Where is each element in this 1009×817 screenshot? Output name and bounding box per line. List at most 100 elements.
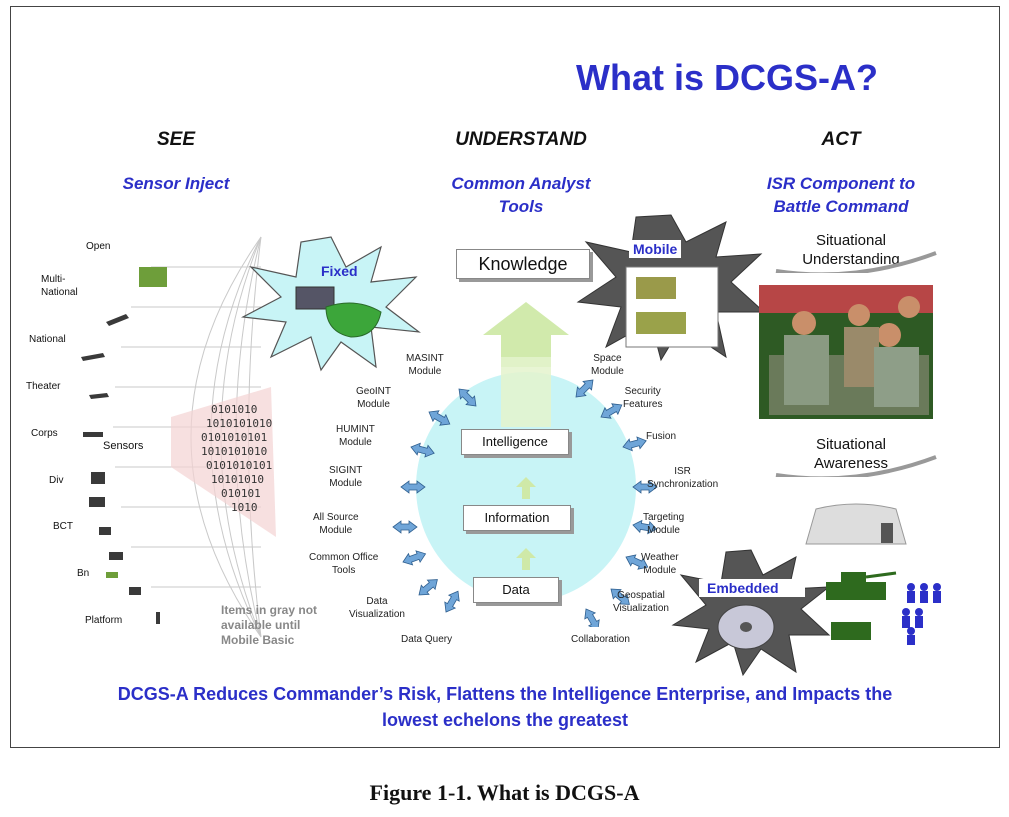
mobile-label: Mobile	[629, 240, 682, 258]
echelon-label: Theater	[26, 381, 61, 392]
situational-awareness: Situational Awareness	[781, 435, 921, 473]
echelon-label: Multi-	[41, 274, 66, 285]
act-subtitle-line: ISR Component to	[766, 174, 916, 193]
sa-line: Awareness	[814, 455, 888, 472]
module-label: Collaboration	[571, 633, 630, 646]
intelligence-box: Intelligence	[461, 429, 569, 455]
figure-frame: What is DCGS-A? SEE Sensor Inject UNDERS…	[10, 6, 1000, 748]
fixed-starburst	[241, 236, 421, 372]
echelon-label: BCT	[53, 521, 73, 532]
module-line: Fusion	[646, 431, 677, 442]
module-line: GeoINT	[356, 386, 392, 397]
figure-title: What is DCGS-A?	[576, 57, 878, 98]
svg-text:010101: 010101	[221, 487, 261, 500]
svg-text:0101010101: 0101010101	[201, 431, 267, 444]
module-line: SIGINT	[329, 465, 363, 476]
gray-note-line: Items in gray not	[221, 603, 318, 617]
module-line: Module	[591, 366, 624, 377]
sa-line: Situational	[815, 436, 887, 453]
understand-subtitle-line: Tools	[498, 197, 544, 216]
svg-text:0101010101: 0101010101	[206, 459, 272, 472]
module-line: Data Query	[401, 634, 453, 645]
echelon-label: Div	[49, 475, 64, 486]
svg-text:1010: 1010	[231, 501, 258, 514]
vehicles-graphic	[826, 571, 941, 645]
swoosh-graphic	[775, 455, 937, 477]
module-line: HUMINT	[336, 424, 375, 435]
see-subtitle-line: Sensor Inject	[122, 174, 230, 193]
up-arrow-icon	[516, 477, 536, 499]
act-subtitle-line: Battle Command	[773, 197, 909, 216]
module-line: All Source	[313, 512, 359, 523]
module-line: Weather	[641, 552, 679, 563]
module-label: Fusion	[646, 430, 676, 443]
module-line: Geospatial	[617, 590, 665, 601]
module-line: Collaboration	[571, 634, 630, 645]
echelon-label: Bn	[77, 568, 90, 579]
svg-text:10101010: 10101010	[211, 473, 264, 486]
mobile-starburst	[576, 214, 766, 362]
module-line: Module	[643, 565, 677, 576]
tent-graphic	[805, 503, 907, 545]
module-line: Module	[408, 366, 442, 377]
module-line: Visualization	[349, 609, 405, 620]
gray-items-note: Items in gray not available until Mobile…	[221, 603, 317, 648]
act-subtitle: ISR Component to Battle Command	[731, 172, 951, 218]
up-arrow-icon	[516, 548, 536, 570]
understand-heading: UNDERSTAND	[455, 129, 587, 150]
embedded-starburst	[671, 549, 831, 677]
module-line: MASINT	[406, 353, 444, 364]
gray-note-line: available until	[221, 618, 301, 632]
echelon-label: Open	[86, 241, 111, 252]
su-line: Understanding	[802, 251, 900, 268]
data-box: Data	[473, 577, 559, 603]
su-line: Situational	[815, 232, 887, 249]
echelon-label: Platform	[85, 615, 123, 626]
knowledge-box: Knowledge	[456, 249, 590, 279]
see-subtitle: Sensor Inject	[76, 172, 276, 195]
module-line: Module	[647, 525, 680, 536]
bottom-line: lowest echelons the greatest	[381, 710, 629, 730]
module-label: GeoINT Module	[356, 385, 391, 411]
understand-subtitle: Common Analyst Tools	[421, 172, 621, 218]
figure-caption: Figure 1-1. What is DCGS-A	[369, 780, 640, 805]
module-line: Features	[623, 399, 663, 410]
echelon-label: Corps	[31, 428, 58, 439]
swoosh-graphic	[775, 251, 937, 273]
act-heading: ACT	[821, 129, 861, 150]
module-line: Synchronization	[647, 479, 719, 490]
see-heading: SEE	[156, 129, 196, 150]
echelon-label: National	[41, 287, 78, 298]
svg-text:0101010: 0101010	[211, 403, 257, 416]
module-label: ISR Synchronization	[647, 465, 718, 491]
embedded-label: Embedded	[699, 579, 805, 597]
module-line: ISR	[674, 466, 691, 477]
module-line: Module	[319, 525, 353, 536]
sensors-label: Sensors	[103, 440, 144, 452]
sensor-globe-graphic: 0101010 1010101010 0101010101 1010101010…	[81, 236, 276, 638]
bottom-statement: DCGS-A Reduces Commander’s Risk, Flatten…	[11, 681, 999, 733]
gray-note-line: Mobile Basic	[221, 633, 295, 647]
officers-photo	[759, 285, 933, 419]
module-line: Space	[593, 353, 622, 364]
situational-understanding: Situational Understanding	[781, 231, 921, 269]
module-line: Data	[366, 596, 388, 607]
information-box: Information	[463, 505, 571, 531]
echelon-label: National	[29, 334, 66, 345]
module-line: Module	[357, 399, 390, 410]
fixed-label: Fixed	[321, 263, 358, 279]
svg-text:1010101010: 1010101010	[206, 417, 272, 430]
module-line: Targeting	[643, 512, 685, 523]
module-line: Common Office	[309, 552, 379, 563]
module-line: Tools	[331, 565, 356, 576]
